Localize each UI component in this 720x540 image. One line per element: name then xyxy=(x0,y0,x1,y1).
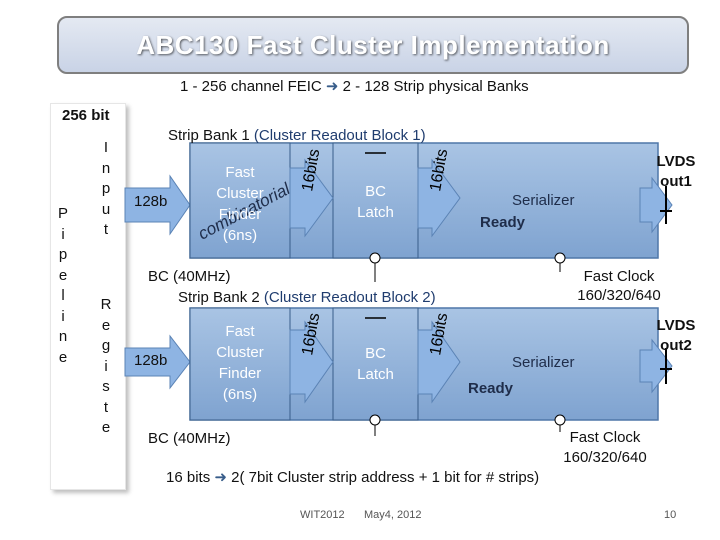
bank2-fast-clock-line: Fast Clock xyxy=(569,429,641,446)
bank2-latch-box xyxy=(332,307,419,421)
bank1-clock-pin xyxy=(369,252,381,264)
bank2-bits-arrow-b xyxy=(417,320,461,404)
bank2-fast-clock: Fast Clock 160/320/640 xyxy=(540,428,670,468)
bank2-lvds: LVDS out2 xyxy=(652,316,700,356)
bank2-ready: Ready xyxy=(468,380,514,397)
bank1-latch-label: BC Latch xyxy=(335,181,416,223)
bank2-title: Strip Bank 2 (Cluster Readout Block 2) xyxy=(178,289,436,306)
subtitle-line: 1 - 256 channel FEIC ➜ 2 - 128 Strip phy… xyxy=(180,77,529,95)
bank2-serializer: Serializer xyxy=(512,354,575,371)
bank2-latch-label: BC Latch xyxy=(335,343,416,385)
bank2-lvds-arrow xyxy=(639,338,673,394)
pipeline-letter: p xyxy=(58,246,68,263)
footnote-bits: 16 bits xyxy=(166,469,211,486)
input-letter: p xyxy=(101,180,111,197)
bank1-ready: Ready xyxy=(480,214,526,231)
bank2-lvds-line: out2 xyxy=(660,337,692,354)
input-letter: n xyxy=(101,159,111,177)
bank2-finder-line: Finder xyxy=(218,365,262,382)
register-letter: e xyxy=(101,419,111,436)
bank2-latch-line: Latch xyxy=(357,366,394,383)
pipeline-letter: n xyxy=(58,328,68,345)
bank2-latch-line: BC xyxy=(365,345,386,362)
register-letter: e xyxy=(101,316,111,334)
bank1-latch-line: Latch xyxy=(357,204,394,221)
bank2-finder-line: (6ns) xyxy=(222,386,258,403)
bank1-finder-line: (6ns) xyxy=(222,227,258,244)
bank1-lvds-arrow xyxy=(639,176,673,234)
bank1-clock: BC (40MHz) xyxy=(148,268,231,285)
input-letter: u xyxy=(101,200,111,218)
bank1-input-arrow xyxy=(124,174,191,236)
pipeline-letter: P xyxy=(57,205,68,222)
bank2-input-width: 128b xyxy=(134,352,168,369)
bank1-bits-arrow-b xyxy=(417,158,461,238)
footnote-rest: 2( 7bit Cluster strip address + 1 bit fo… xyxy=(231,469,540,486)
bank2-bits-arrow-a xyxy=(289,320,334,404)
input-panel xyxy=(50,103,126,490)
bank2-finder-label: Fast Cluster Finder (6ns) xyxy=(200,321,280,405)
bank1-finder-box xyxy=(189,142,291,259)
bank2-finder-line: Cluster xyxy=(216,344,264,361)
bank1-lvds-line: LVDS xyxy=(656,153,696,170)
bank1-lvds-line: out1 xyxy=(660,173,692,190)
bank2-finder-line: Fast xyxy=(225,323,255,340)
bank1-fast-clock-line: Fast Clock xyxy=(583,268,655,285)
bank1-fastclock-pin xyxy=(554,252,566,264)
bank2-input-arrow xyxy=(124,334,191,390)
bank1-finder-line: Finder xyxy=(218,206,262,223)
register-letter: i xyxy=(104,357,108,375)
bank1-readout: (Cluster Readout Block 1) xyxy=(253,127,426,144)
bank2-lvds-line: LVDS xyxy=(656,317,696,334)
register-letter: t xyxy=(103,398,109,416)
bank1-input-width: 128b xyxy=(134,193,168,210)
bank2-clock: BC (40MHz) xyxy=(148,430,231,447)
pipeline-letter: e xyxy=(58,266,68,284)
subtitle-right: 2 - 128 Strip physical Banks xyxy=(342,78,529,95)
bank1-fast-clock-line: 160/320/640 xyxy=(577,287,661,304)
bank1-latch-line: BC xyxy=(365,183,386,200)
bank1-bits-arrow-a xyxy=(289,158,334,238)
page-title: ABC130 Fast Cluster Implementation xyxy=(136,30,610,60)
register-letter: R xyxy=(100,296,112,313)
bank1-lvds: LVDS out1 xyxy=(652,152,700,192)
register-letter: g xyxy=(101,337,111,354)
title-banner xyxy=(57,16,689,74)
pipeline-letter: i xyxy=(61,225,65,243)
pipeline-letters: P i p e l i n e xyxy=(55,204,71,368)
footnote: 16 bits ➜ 2( 7bit Cluster strip address … xyxy=(166,468,539,486)
bank1-label: Strip Bank 1 xyxy=(168,127,250,144)
right-arrow-icon: ➜ xyxy=(214,469,227,486)
right-arrow-icon: ➜ xyxy=(325,78,339,95)
input-width-label: 256 bit xyxy=(62,107,110,124)
bank1-finder-line: Cluster xyxy=(216,185,264,202)
bank2-label: Strip Bank 2 xyxy=(178,289,260,306)
pipeline-letter: i xyxy=(61,307,65,325)
bank1-title: Strip Bank 1 (Cluster Readout Block 1) xyxy=(168,127,426,144)
bank1-serializer: Serializer xyxy=(512,192,575,209)
input-letter: t xyxy=(103,221,109,238)
bank2-clock-pin xyxy=(369,414,381,426)
footer-page-number: 10 xyxy=(664,509,677,521)
footer-conference: WIT2012 xyxy=(300,509,345,521)
input-letter: I xyxy=(103,139,109,156)
bank1-fast-clock: Fast Clock 160/320/640 xyxy=(560,267,678,305)
subtitle-left: 1 - 256 channel FEIC xyxy=(180,78,322,95)
pipeline-letter: l xyxy=(61,287,65,304)
bank2-fastclock-pin xyxy=(554,414,566,426)
register-letters: R e g i s t e xyxy=(98,295,114,439)
pipeline-letter: e xyxy=(58,348,68,366)
register-letter: s xyxy=(102,378,110,395)
bank2-readout: (Cluster Readout Block 2) xyxy=(263,289,436,306)
footer-date: May4, 2012 xyxy=(364,509,422,521)
bank2-fast-clock-line: 160/320/640 xyxy=(563,449,647,466)
bank1-finder-line: Fast xyxy=(225,164,255,181)
bank1-latch-box xyxy=(332,142,419,259)
bank1-finder-label: Fast Cluster Finder (6ns) xyxy=(200,162,280,246)
input-letters: I n p u t xyxy=(98,138,114,241)
